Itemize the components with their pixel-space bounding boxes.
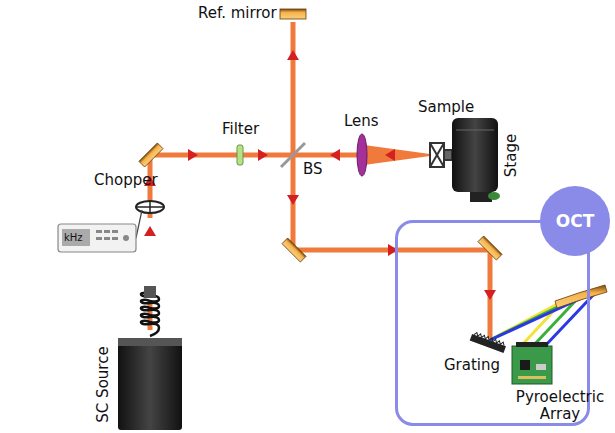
pyroelectric-array [512,346,552,384]
function-generator [96,237,102,240]
function-generator [112,230,118,233]
sc-source-top [118,338,182,346]
pyroelectric-array [512,342,552,384]
chopper [136,201,164,213]
display-text: kHz [64,231,83,244]
function-generator [112,237,118,240]
sample-holder [430,143,444,167]
stage [452,118,498,192]
fold-mirror [139,143,163,167]
part-label: Lens [344,113,379,130]
fiber-coil [141,293,159,336]
fiber-coil [141,293,159,336]
beam-arrow [287,195,299,205]
beam-arrow [258,149,268,161]
sample-holder [430,143,444,167]
laser-beam [148,22,492,338]
sample-holder [430,143,444,167]
section-badge: OCT [540,186,610,256]
beam-arrow [188,149,198,161]
sample-holder [430,143,452,167]
focused-beam [364,145,430,165]
laser-beam [148,153,360,158]
part-label: BS [303,161,323,178]
beam-arrow [330,149,340,161]
part-label: Chopper [94,172,158,189]
part-label: Sample [418,99,474,116]
function-generator [58,224,136,252]
fiber-connector [144,286,156,298]
beam-arrow [144,50,496,300]
sample-holder [444,150,452,160]
fold-mirror [478,236,502,260]
function-generator [136,210,142,238]
pyroelectric-array [518,376,546,379]
reference-mirror [280,9,306,19]
stage [456,130,494,131]
sc-source [118,338,182,430]
function-generator [123,235,129,241]
chopper [149,201,151,213]
function-generator [62,229,90,246]
part-label: Filter [222,121,259,138]
lens [357,134,367,176]
beam-arrow [287,50,299,60]
beam-arrow [385,149,395,161]
chopper [136,201,164,213]
beam-arrow [484,290,496,300]
part-label: Stage [503,133,520,176]
part-label: Grating [444,357,500,374]
pyroelectric-array [516,342,548,347]
function-generator [104,237,110,240]
part-label: SC Source [94,346,111,422]
fold-mirror [139,143,502,262]
part-label: Ref. mirror [198,5,277,22]
function-generator [96,230,102,233]
function-generator [104,230,110,233]
beam-arrow [144,226,156,236]
stage [488,192,500,200]
part-label: Pyroelectric Array [510,389,610,423]
stage [452,118,500,202]
grating [470,331,507,353]
grating [474,332,505,346]
pyroelectric-array [520,360,530,370]
curved-mirror [555,285,607,308]
pyroelectric-array [536,364,546,370]
fold-mirror [282,238,306,262]
function-generator [58,210,142,252]
beam-splitter [281,143,305,167]
filter [237,145,243,165]
